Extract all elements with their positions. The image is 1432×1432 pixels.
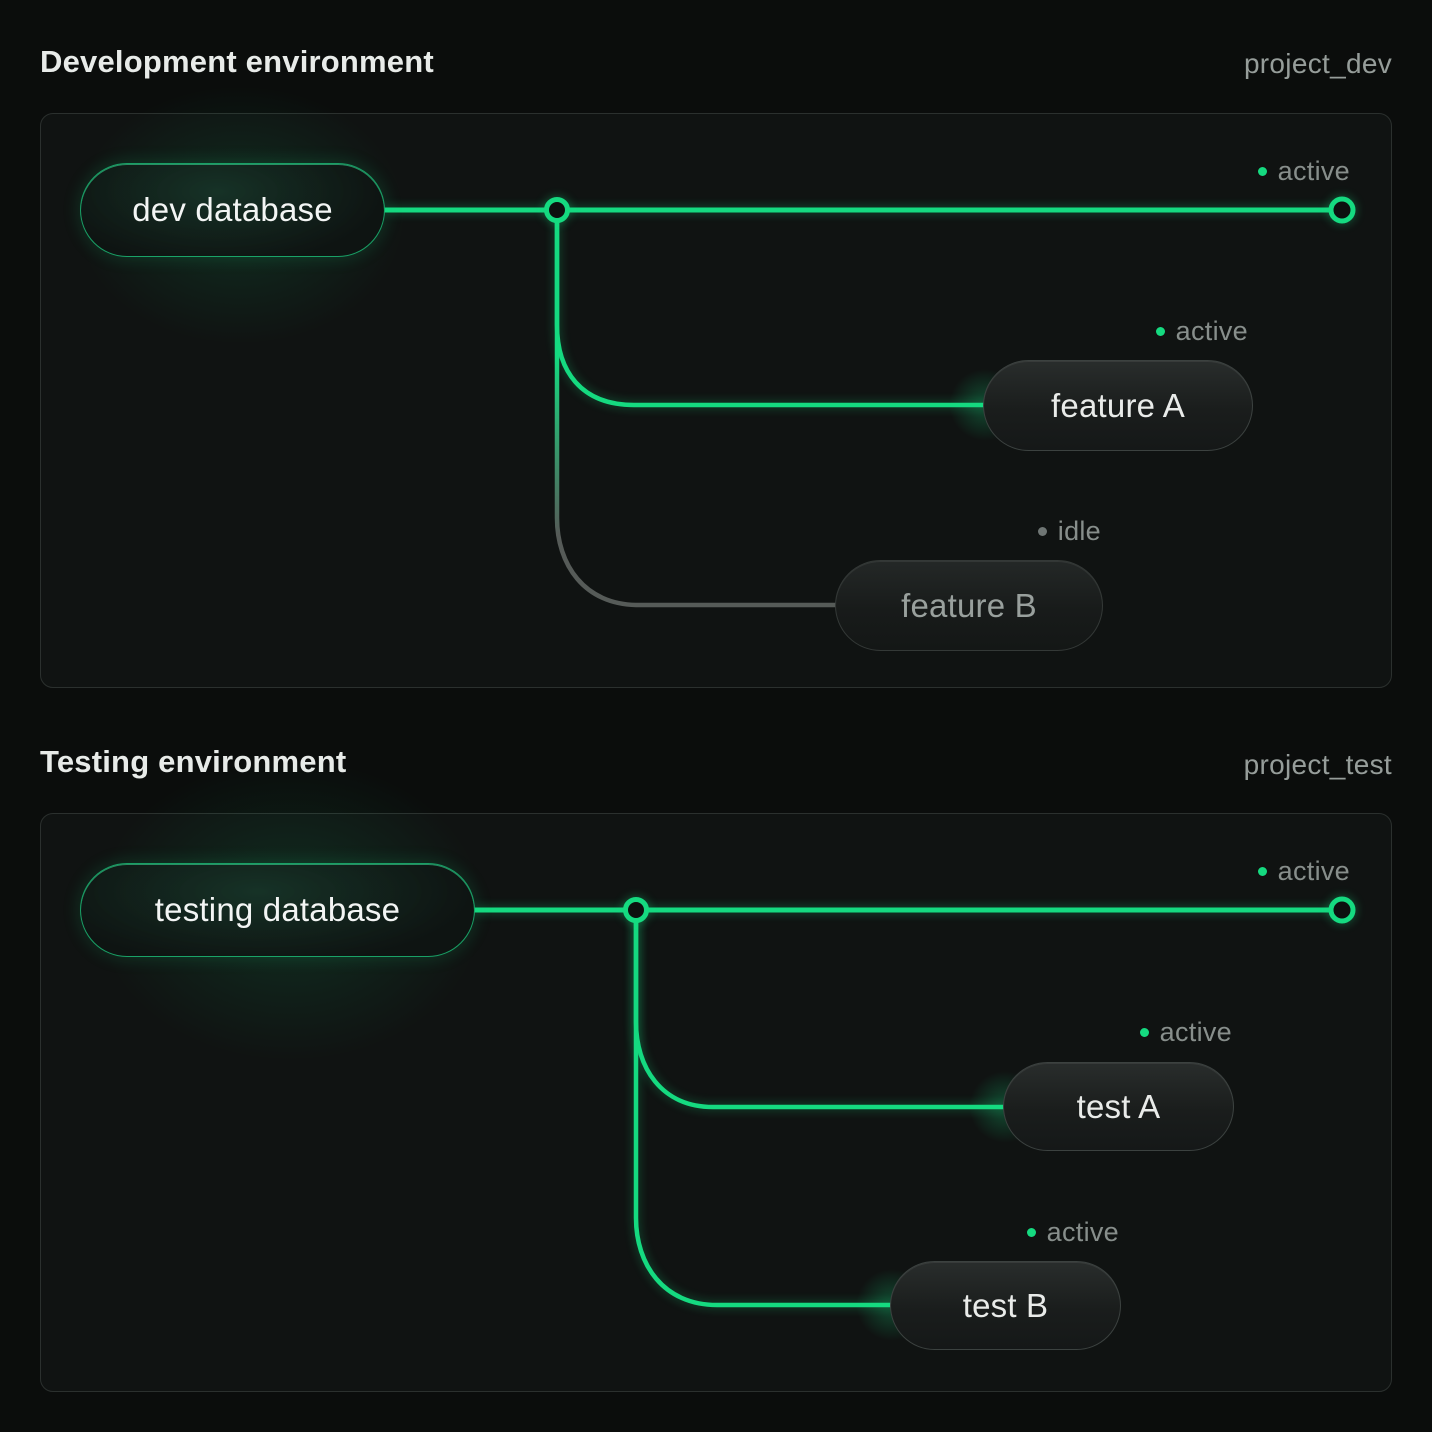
feature-a-status-badge: active <box>1155 314 1248 348</box>
dev-trunk-status-badge: active <box>1257 154 1350 188</box>
node-feature-b[interactable]: feature B <box>835 560 1103 651</box>
status-label: active <box>1046 1216 1119 1247</box>
active-status-dot <box>1139 1027 1149 1037</box>
dev-project-label: project_dev <box>1243 48 1392 79</box>
node-test-b[interactable]: test B <box>890 1261 1121 1350</box>
active-status-dot <box>1257 166 1267 176</box>
test-b-status-badge: active <box>1026 1215 1119 1249</box>
test-project-label: project_test <box>1243 749 1392 780</box>
status-label: active <box>1159 1016 1232 1047</box>
node-dev-database[interactable]: dev database <box>80 163 385 257</box>
status-label: active <box>1175 315 1248 346</box>
active-status-dot <box>1257 866 1267 876</box>
dev-environment-title: Development environment <box>40 44 434 79</box>
test-trunk-status-badge: active <box>1257 854 1350 888</box>
active-status-dot <box>1026 1227 1036 1237</box>
feature-b-status-badge: idle <box>1037 514 1101 548</box>
status-label: idle <box>1057 515 1101 546</box>
node-test-a[interactable]: test A <box>1003 1062 1234 1151</box>
test-a-status-badge: active <box>1139 1015 1232 1049</box>
status-label: active <box>1277 855 1350 886</box>
active-status-dot <box>1155 326 1165 336</box>
node-testing-database[interactable]: testing database <box>80 863 475 957</box>
idle-status-dot <box>1037 526 1047 536</box>
node-feature-a[interactable]: feature A <box>983 360 1253 451</box>
test-environment-title: Testing environment <box>40 744 347 779</box>
status-label: active <box>1277 155 1350 186</box>
